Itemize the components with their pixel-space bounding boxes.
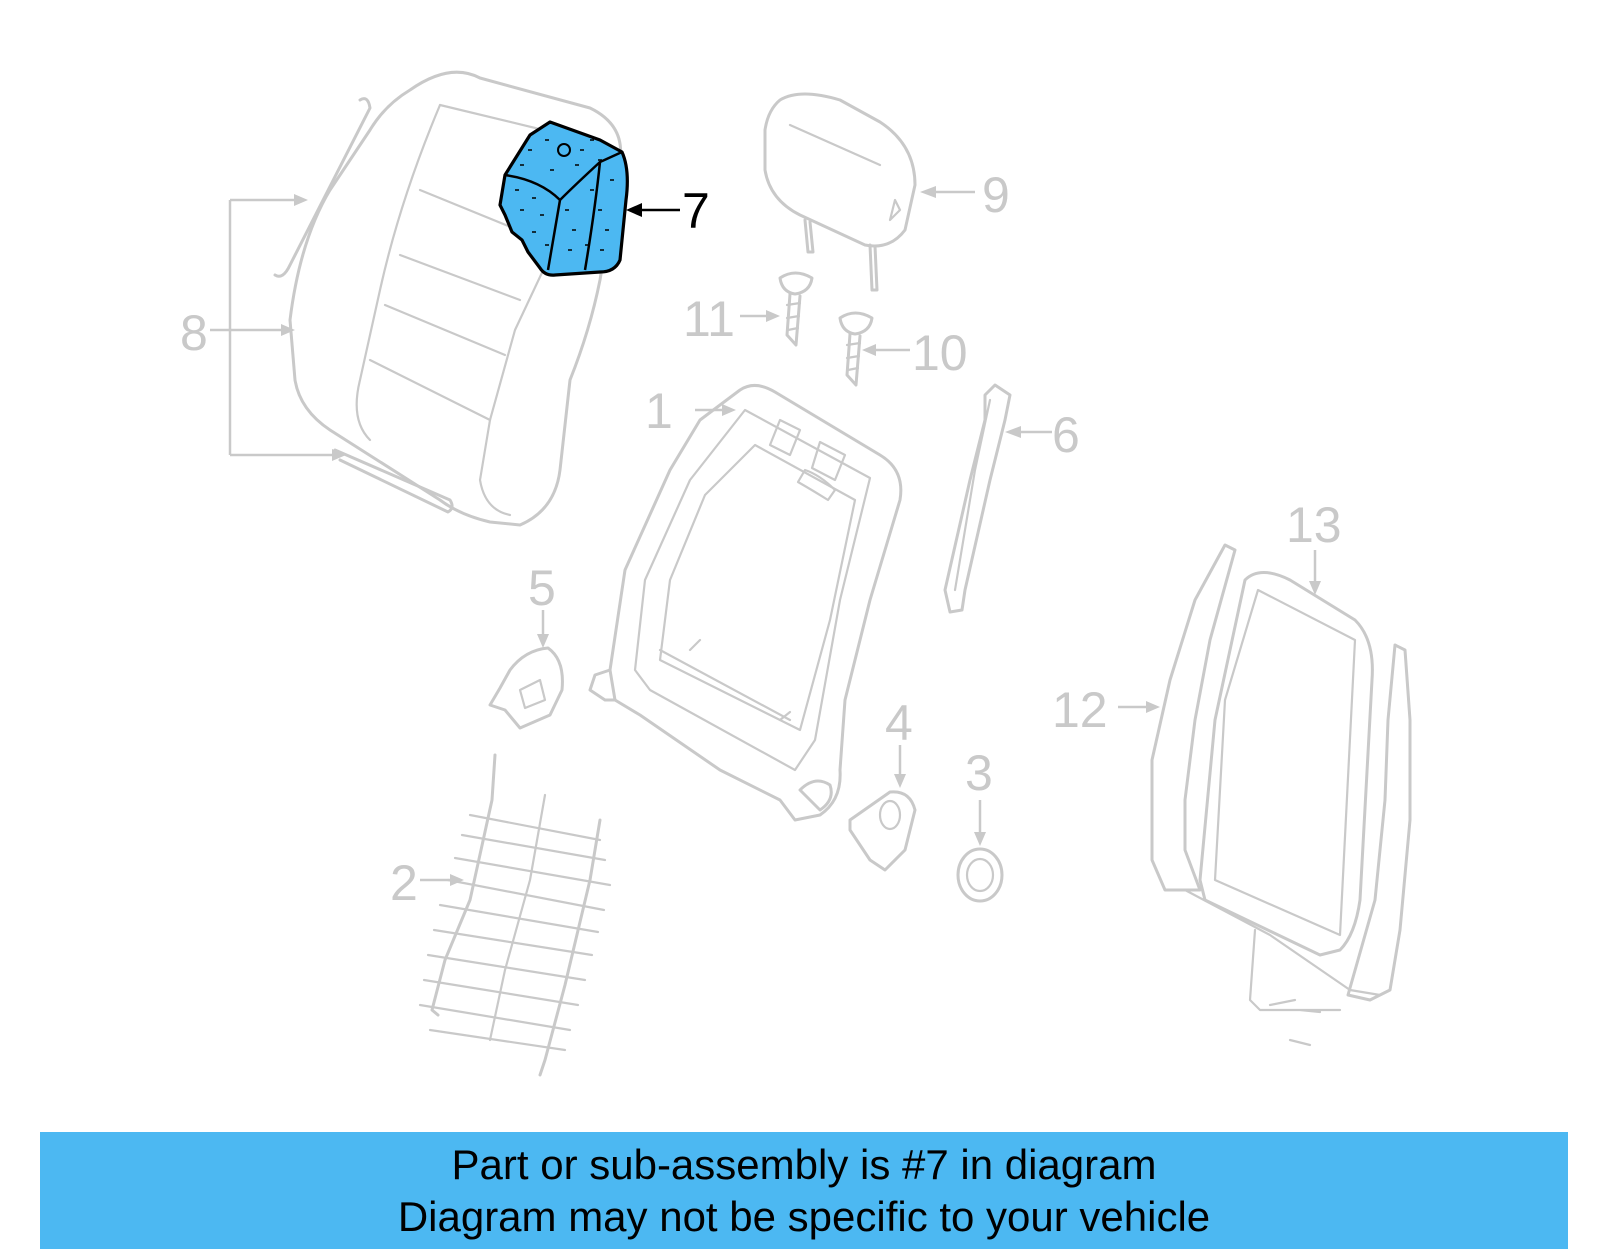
parts-diagram: 8 7 9 11 10 1 (180, 70, 1412, 1077)
callout-12: 12 (1052, 682, 1108, 738)
part-11-screw (778, 271, 814, 347)
banner-line-2: Diagram may not be specific to your vehi… (397, 1192, 1211, 1240)
part-3-ring (956, 847, 1004, 903)
part-7-seat-back-pad (498, 120, 629, 277)
callout-5: 5 (528, 560, 556, 616)
callout-9: 9 (982, 167, 1010, 223)
info-banner: Part or sub-assembly is #7 in diagram Di… (40, 1132, 1568, 1249)
callout-10: 10 (912, 325, 968, 381)
part-4-trim-cover (848, 790, 917, 872)
callout-2: 2 (390, 855, 418, 911)
part-6-trim-strip (943, 383, 1012, 614)
part-8-seat-back-cover (273, 70, 623, 527)
callout-6: 6 (1052, 407, 1080, 463)
part-10-screw (838, 311, 874, 387)
callout-8: 8 (180, 305, 208, 361)
callout-13: 13 (1286, 497, 1342, 553)
part-5-bracket (488, 646, 564, 730)
part-9-headrest (763, 92, 917, 292)
part-1-seat-back-frame (588, 384, 903, 822)
callout-11: 11 (683, 291, 735, 347)
banner-line-1: Part or sub-assembly is #7 in diagram (451, 1140, 1157, 1188)
part-2-spring-mat (418, 753, 612, 1077)
callout-4: 4 (885, 695, 913, 751)
part-13-back-board (1198, 571, 1374, 957)
part-12-rear-panel (1150, 543, 1412, 1047)
callout-1: 1 (645, 383, 673, 439)
callout-3: 3 (965, 745, 993, 801)
callout-7: 7 (682, 183, 710, 239)
